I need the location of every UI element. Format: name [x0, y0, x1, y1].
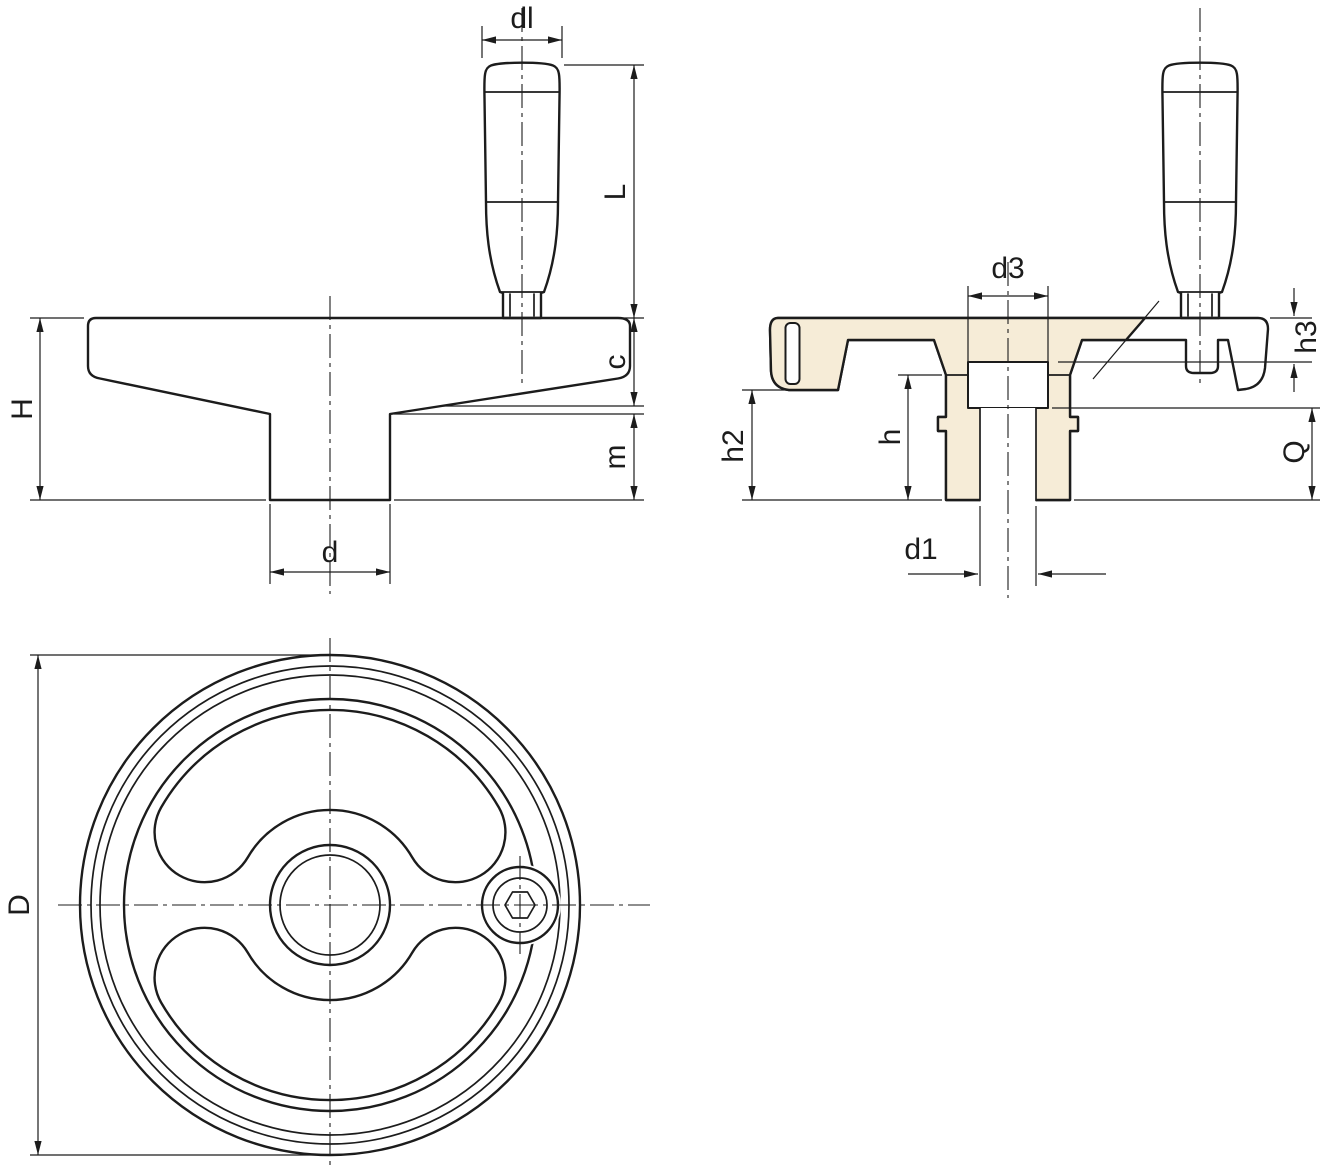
- dim-label-h2: h2: [717, 429, 750, 462]
- dim-m: m: [394, 413, 644, 501]
- dim-c: c: [442, 318, 644, 407]
- dim-label-h: h: [874, 429, 907, 446]
- dim-label-d1: d1: [904, 533, 937, 566]
- dim-label-dl: dl: [510, 2, 533, 35]
- dim-dl: dl: [481, 2, 563, 58]
- dim-D: D: [3, 654, 330, 1156]
- section-material-fill: [768, 316, 1147, 502]
- wheel-side-outline: [86, 316, 632, 502]
- dim-label-d3: d3: [991, 252, 1024, 285]
- dim-d3: d3: [967, 252, 1049, 362]
- side-view: dl L c m H d: [6, 2, 644, 594]
- dim-Q: Q: [1052, 407, 1320, 501]
- dim-h: h: [874, 374, 942, 500]
- rim-slot-hole: [784, 322, 801, 385]
- dim-label-L: L: [599, 184, 632, 201]
- dim-label-d: d: [322, 536, 339, 569]
- dim-H: H: [6, 317, 266, 501]
- dim-label-c: c: [599, 355, 632, 370]
- section-break-line: [1092, 300, 1160, 380]
- section-view: d3 h3 h2 h Q: [717, 8, 1320, 598]
- dim-label-D: D: [3, 894, 36, 916]
- dim-L: L: [564, 64, 644, 319]
- dim-d: d: [269, 504, 391, 584]
- dim-label-H: H: [6, 398, 39, 420]
- dim-label-h3: h3: [1290, 320, 1320, 353]
- spoke-cutout-top: [153, 708, 507, 884]
- spoke-cutout-bottom: [153, 926, 507, 1102]
- dim-d1: d1: [904, 506, 1106, 586]
- dim-h3: h3: [1058, 288, 1320, 392]
- front-view: D: [3, 638, 650, 1170]
- dim-label-Q: Q: [1278, 440, 1311, 463]
- dim-label-m: m: [599, 445, 632, 470]
- dim-h2: h2: [717, 389, 942, 501]
